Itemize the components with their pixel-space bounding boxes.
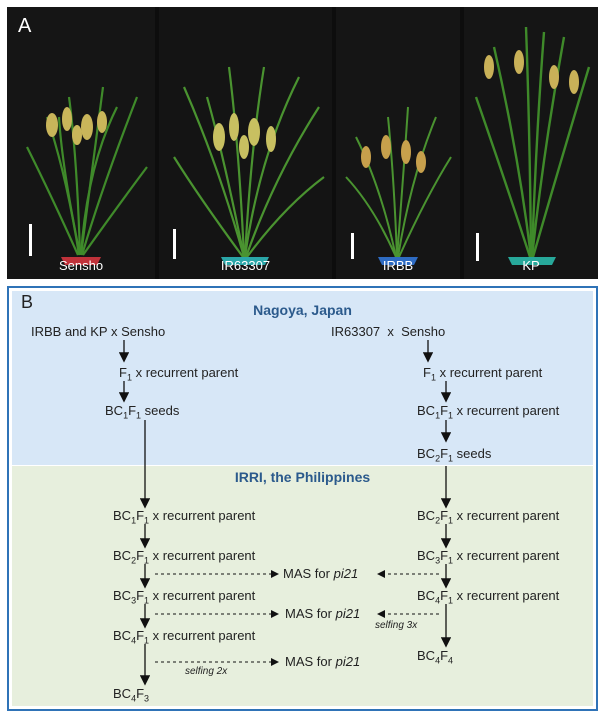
left-bc4f1: BC4F1 x recurrent parent [113, 628, 256, 646]
right-bc4f1: BC4F1 x recurrent parent [417, 588, 560, 606]
right-bc2f1-text: x recurrent parent [456, 508, 560, 523]
left-end: BC4F3 [113, 686, 150, 704]
mas-prefix-3: MAS for [285, 654, 332, 669]
right-bc4f1-text: x recurrent parent [456, 588, 560, 603]
mas-label-1: MAS for pi21 [283, 566, 358, 581]
left-f1: F1 x recurrent parent [119, 365, 239, 383]
left-f1-text: x recurrent parent [135, 365, 239, 380]
mas-label-3: MAS for pi21 [285, 654, 360, 669]
panel-a-photos: Sensho IR63307 [7, 7, 598, 279]
selfing-right: selfing 3x [375, 620, 418, 631]
mas-prefix-2: MAS for [285, 606, 332, 621]
region-irri [12, 466, 593, 706]
mas-gene-2: pi21 [335, 606, 361, 621]
left-bc3f1: BC3F1 x recurrent parent [113, 588, 256, 606]
region-title-irri: IRRI, the Philippines [234, 469, 371, 485]
right-bc3f1: BC3F1 x recurrent parent [417, 548, 560, 566]
right-f1-text: x recurrent parent [439, 365, 543, 380]
right-cross-x: x [387, 324, 394, 339]
photo-kp: KP [464, 7, 598, 279]
right-cross-a: IR63307 [331, 324, 381, 339]
panel-a-letter: A [18, 15, 32, 37]
plant-image-irbb [336, 7, 460, 279]
mas-label-2: MAS for pi21 [285, 606, 360, 621]
right-cross-b: Sensho [401, 324, 446, 339]
left-cross: IRBB and KP x Sensho [31, 324, 166, 339]
right-bc1f1-text: x recurrent parent [456, 403, 560, 418]
panel-b-letter: B [21, 292, 34, 312]
right-bc2f1-seeds-text: seeds [456, 446, 492, 461]
left-bc1f1b-text: x recurrent parent [152, 508, 256, 523]
mas-prefix-1: MAS for [283, 566, 330, 581]
right-bc3f1-text: x recurrent parent [456, 548, 560, 563]
panel-b-breeding-scheme: B Nagoya, Japan IRRI, the Philippines [7, 286, 598, 711]
left-bc1f1: BC1F1 seeds [105, 403, 180, 421]
left-bc4f1-text: x recurrent parent [152, 628, 256, 643]
photo-label-kp: KP [522, 258, 540, 273]
left-bc2f1: BC2F1 x recurrent parent [113, 548, 256, 566]
photo-label-sensho: Sensho [58, 258, 104, 273]
photo-ir63307: IR63307 [159, 7, 332, 279]
left-bc1f1-b: BC1F1 x recurrent parent [113, 508, 256, 526]
mas-gene-1: pi21 [333, 566, 359, 581]
plant-image-sensho [7, 7, 155, 279]
right-cross: IR63307 x Sensho [331, 324, 445, 339]
left-bc2f1-text: x recurrent parent [152, 548, 256, 563]
plant-image-ir63307 [159, 7, 332, 279]
left-bc1f1-text: seeds [144, 403, 180, 418]
flow-arrows [118, 340, 452, 686]
region-nagoya [12, 291, 593, 465]
right-bc2f1: BC2F1 x recurrent parent [417, 508, 560, 526]
photo-irbb: IRBB [336, 7, 460, 279]
plant-image-kp [464, 7, 598, 279]
photo-label-irbb: IRBB [382, 258, 414, 273]
left-bc3f1-text: x recurrent parent [152, 588, 256, 603]
right-bc2f1-seeds: BC2F1 seeds [417, 446, 492, 464]
selfing-left: selfing 2x [185, 666, 228, 677]
photo-label-ir63307: IR63307 [220, 258, 271, 273]
right-end: BC4F4 [417, 648, 454, 666]
right-f1: F1 x recurrent parent [423, 365, 543, 383]
photo-sensho: Sensho [7, 7, 155, 279]
mas-gene-3: pi21 [335, 654, 361, 669]
right-bc1f1: BC1F1 x recurrent parent [417, 403, 560, 421]
region-title-nagoya: Nagoya, Japan [253, 302, 352, 318]
